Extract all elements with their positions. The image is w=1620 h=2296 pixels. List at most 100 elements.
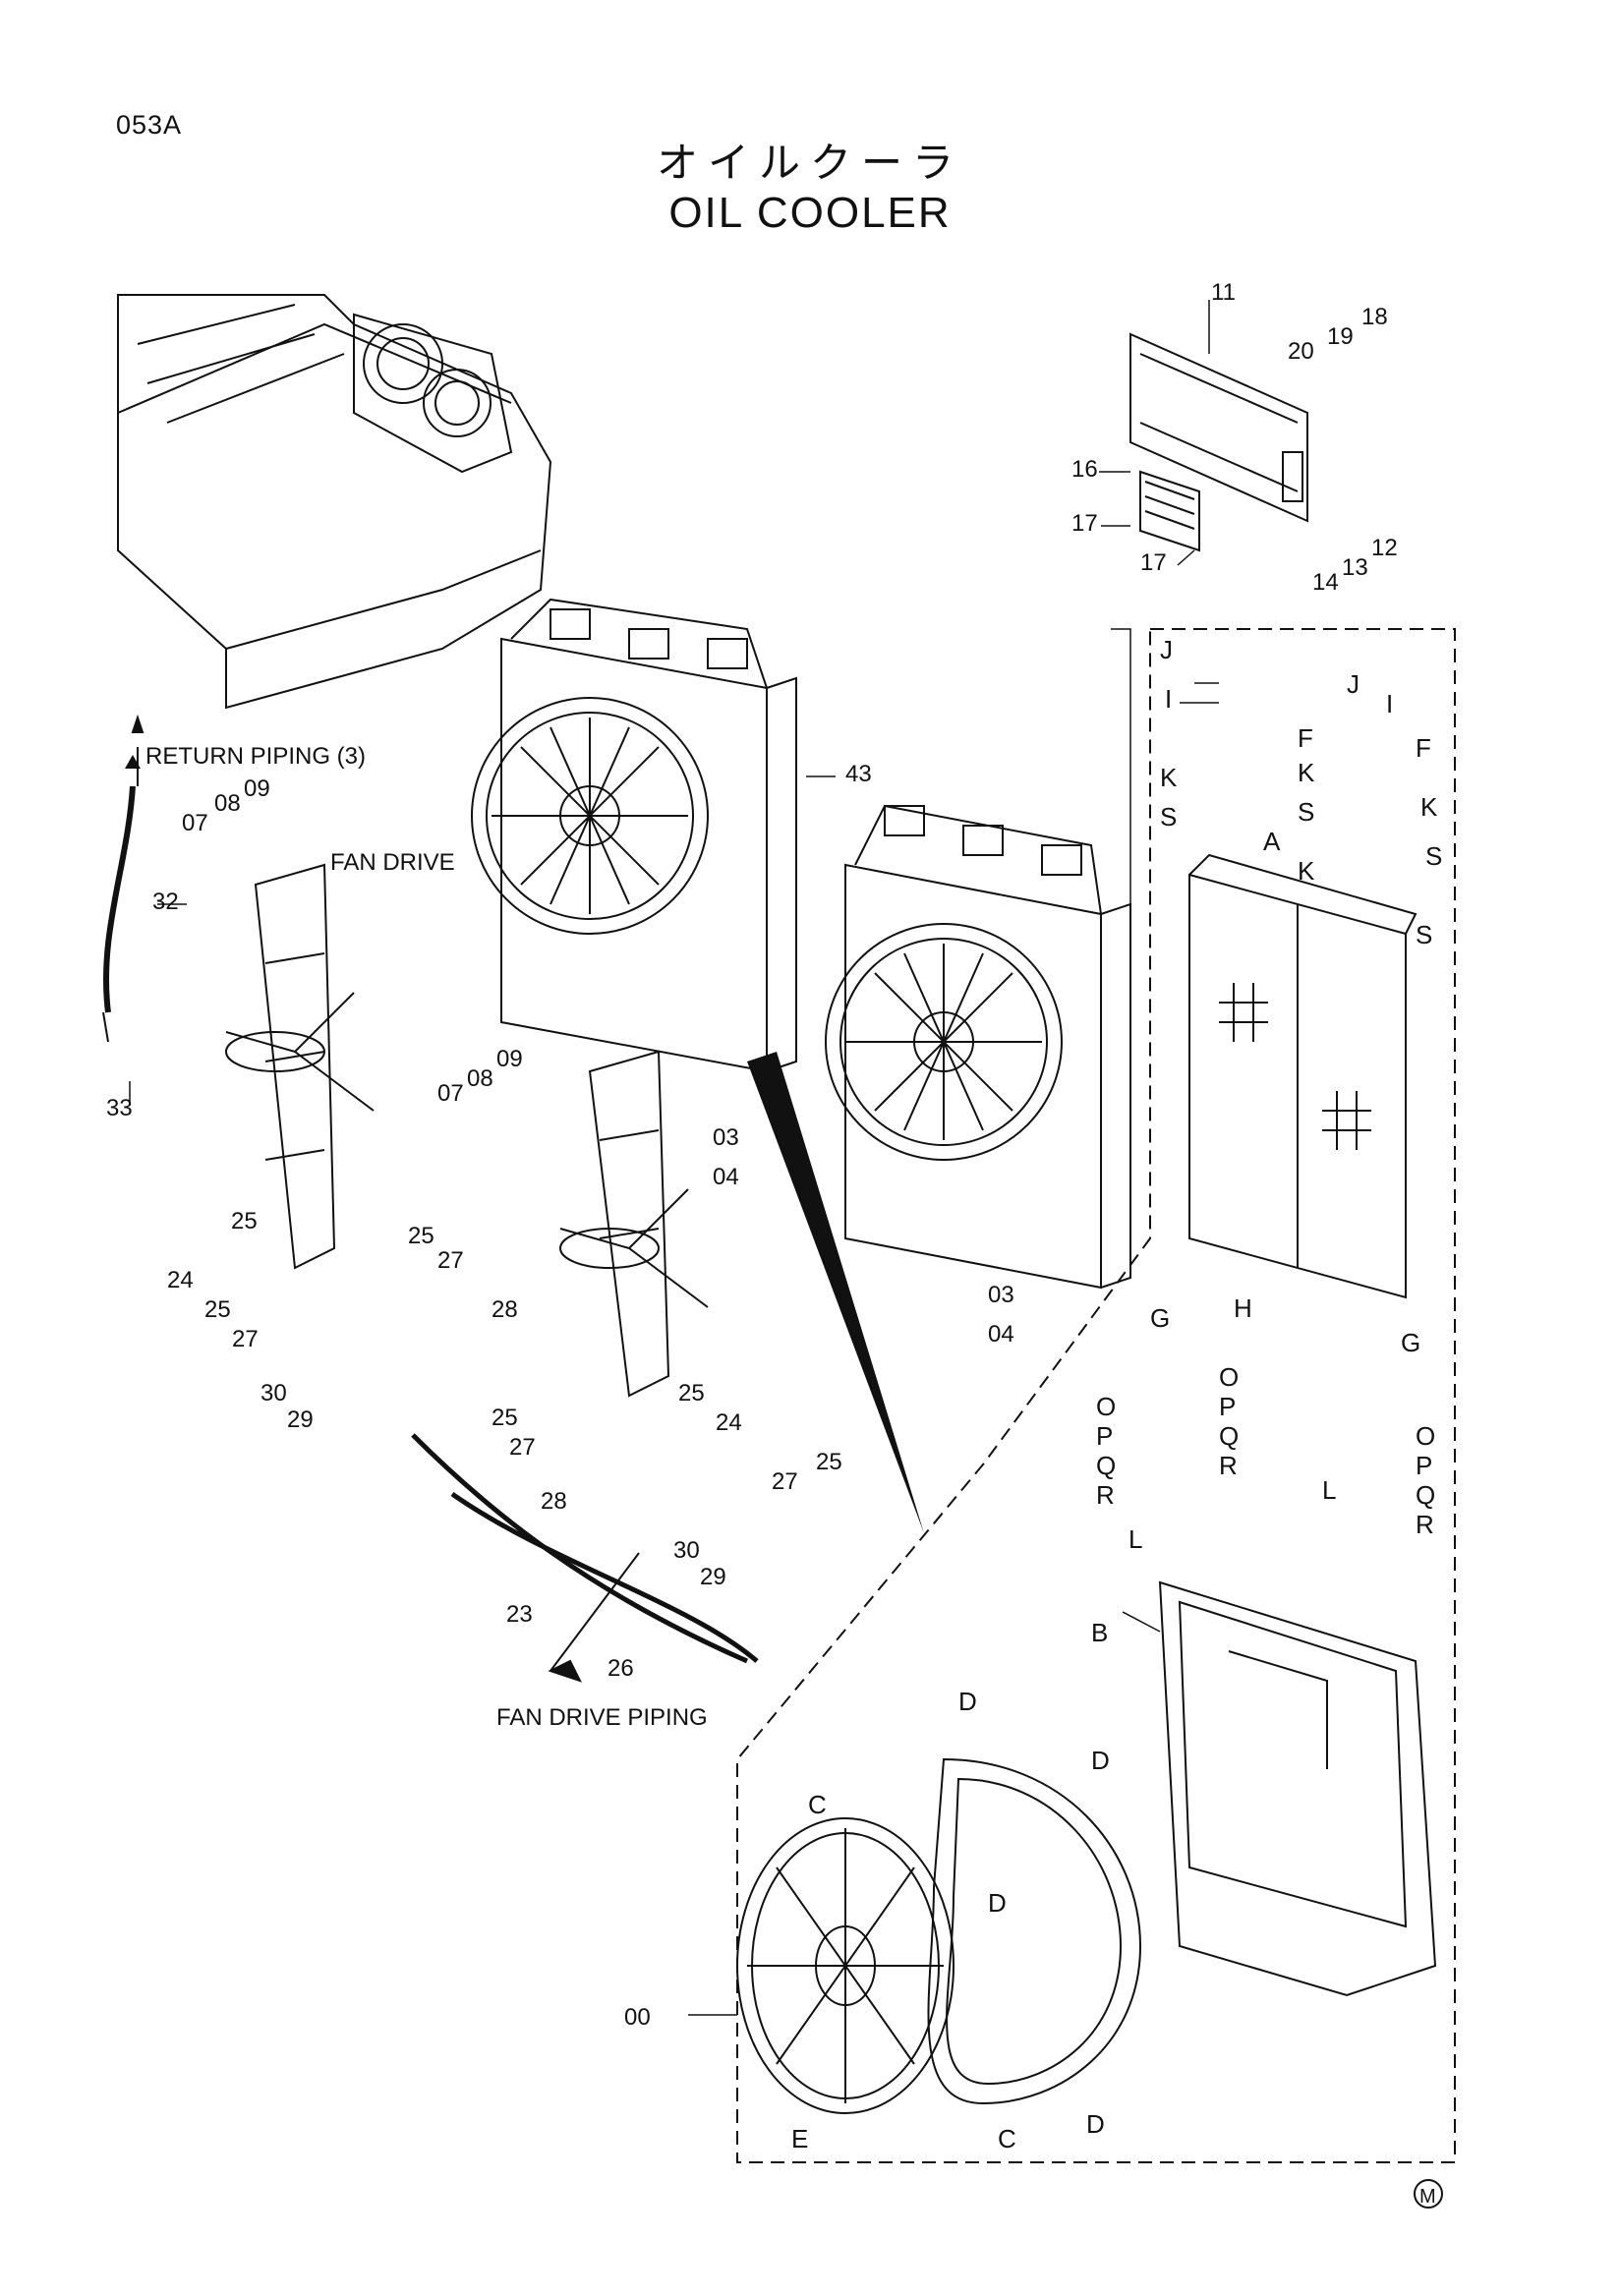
- callout-A: A: [1263, 827, 1281, 856]
- callout-28a: 28: [492, 1296, 518, 1323]
- callout-29a: 29: [287, 1406, 314, 1433]
- callout-00: 00: [624, 2004, 651, 2031]
- callout-C2: C: [998, 2124, 1016, 2153]
- callout-30b: 30: [673, 1537, 700, 1564]
- callout-26: 26: [608, 1655, 634, 1682]
- callout-17b: 17: [1140, 549, 1167, 576]
- callout-S1: S: [1160, 802, 1177, 832]
- callout-P3: P: [1416, 1451, 1432, 1480]
- callout-O2: O: [1096, 1392, 1116, 1421]
- callout-27b: 27: [232, 1326, 259, 1352]
- callout-S4: S: [1416, 920, 1432, 949]
- callout-R3: R: [1416, 1510, 1434, 1539]
- callout-03a: 03: [713, 1124, 739, 1151]
- fan-guard-c: [736, 1817, 955, 2114]
- callout-43: 43: [845, 761, 872, 787]
- callout-R2: R: [1096, 1480, 1115, 1510]
- callout-25a: 25: [231, 1208, 258, 1234]
- callout-25b: 25: [408, 1223, 434, 1249]
- callout-14: 14: [1312, 569, 1339, 596]
- fan-drive-piping: [411, 1433, 759, 1683]
- callout-J1: J: [1160, 635, 1173, 664]
- oil-cooler-unit-upper: [471, 598, 797, 1073]
- callout-33: 33: [106, 1095, 133, 1121]
- callout-27a: 27: [437, 1247, 464, 1274]
- callout-07a: 07: [182, 810, 208, 836]
- callout-04b: 04: [988, 1321, 1014, 1348]
- fan-drive-piping-label: FAN DRIVE PIPING: [496, 1704, 708, 1731]
- callout-K3: K: [1420, 792, 1438, 822]
- callout-D4: D: [1086, 2109, 1105, 2139]
- callout-K4: K: [1298, 856, 1315, 886]
- callout-04a: 04: [713, 1164, 739, 1190]
- callout-P1: P: [1219, 1392, 1236, 1421]
- fan-drive-label: FAN DRIVE: [330, 849, 455, 876]
- callout-08a: 08: [214, 790, 241, 817]
- callout-C1: C: [808, 1790, 827, 1819]
- gasket-d: [927, 1757, 1142, 2105]
- oil-cooler-unit-lower: [825, 804, 1131, 1290]
- fan-drive-right: [559, 1050, 709, 1398]
- callout-17a: 17: [1071, 510, 1098, 537]
- callout-H: H: [1234, 1293, 1252, 1323]
- callout-O1: O: [1219, 1362, 1239, 1392]
- callout-25f: 25: [816, 1449, 842, 1475]
- callout-16: 16: [1071, 456, 1098, 483]
- callout-O3: O: [1416, 1421, 1435, 1451]
- callout-L1: L: [1322, 1475, 1336, 1505]
- callout-18: 18: [1361, 304, 1388, 330]
- callout-I2: I: [1386, 689, 1393, 718]
- callout-K1: K: [1298, 758, 1315, 787]
- letter-callouts: J I J I F F K K S S K A S K S G H G O P …: [791, 635, 1442, 2153]
- callout-J2: J: [1347, 669, 1360, 699]
- callout-E: E: [791, 2124, 808, 2153]
- radiator-core: [1188, 853, 1418, 1299]
- annotations: RETURN PIPING (3) FAN DRIVE FAN DRIVE PI…: [125, 743, 708, 1731]
- callout-labels: 11 20 19 18 16 17 17 14 13 12 43 07 08 0…: [106, 279, 1398, 2031]
- callout-20: 20: [1288, 338, 1314, 365]
- callout-D3: D: [988, 1888, 1007, 1918]
- callout-23: 23: [506, 1601, 533, 1628]
- fan-drive-left: [225, 863, 375, 1270]
- page-code: 053A: [116, 110, 183, 140]
- callout-24a: 24: [167, 1267, 194, 1293]
- callout-09b: 09: [496, 1046, 523, 1072]
- corner-mark: M: [1414, 2179, 1443, 2209]
- callout-28b: 28: [541, 1488, 567, 1515]
- title-japanese: オイルクーラ: [656, 139, 963, 187]
- callout-30a: 30: [260, 1380, 287, 1406]
- callout-24b: 24: [716, 1409, 742, 1436]
- callout-27d: 27: [772, 1468, 798, 1495]
- callout-Q3: Q: [1416, 1480, 1435, 1510]
- frame-b: [1158, 1580, 1437, 1997]
- callout-03b: 03: [988, 1282, 1014, 1308]
- callout-F2: F: [1416, 733, 1431, 763]
- callout-25c: 25: [204, 1296, 231, 1323]
- callout-B: B: [1091, 1618, 1108, 1647]
- leader-lines: [129, 300, 1219, 2016]
- callout-G1: G: [1150, 1303, 1170, 1333]
- callout-Q2: Q: [1096, 1451, 1116, 1480]
- return-piping-label: RETURN PIPING (3): [145, 743, 366, 770]
- callout-11: 11: [1211, 279, 1236, 306]
- callout-32: 32: [152, 889, 179, 915]
- callout-29b: 29: [700, 1564, 726, 1590]
- callout-S2: S: [1298, 797, 1314, 827]
- callout-F1: F: [1298, 723, 1313, 753]
- callout-Q1: Q: [1219, 1421, 1239, 1451]
- callout-S3: S: [1425, 841, 1442, 871]
- callout-R1: R: [1219, 1451, 1238, 1480]
- machine-body: [117, 294, 552, 710]
- callout-L2: L: [1128, 1524, 1142, 1554]
- title-english: OIL COOLER: [668, 189, 952, 237]
- callout-K2: K: [1160, 763, 1178, 792]
- callout-25e: 25: [492, 1405, 518, 1431]
- corner-mark-letter: M: [1419, 2186, 1436, 2208]
- callout-I1: I: [1165, 684, 1172, 714]
- callout-27c: 27: [509, 1434, 536, 1461]
- leader-wedge: [747, 1052, 924, 1533]
- callout-19: 19: [1327, 323, 1354, 350]
- callout-G2: G: [1401, 1328, 1420, 1357]
